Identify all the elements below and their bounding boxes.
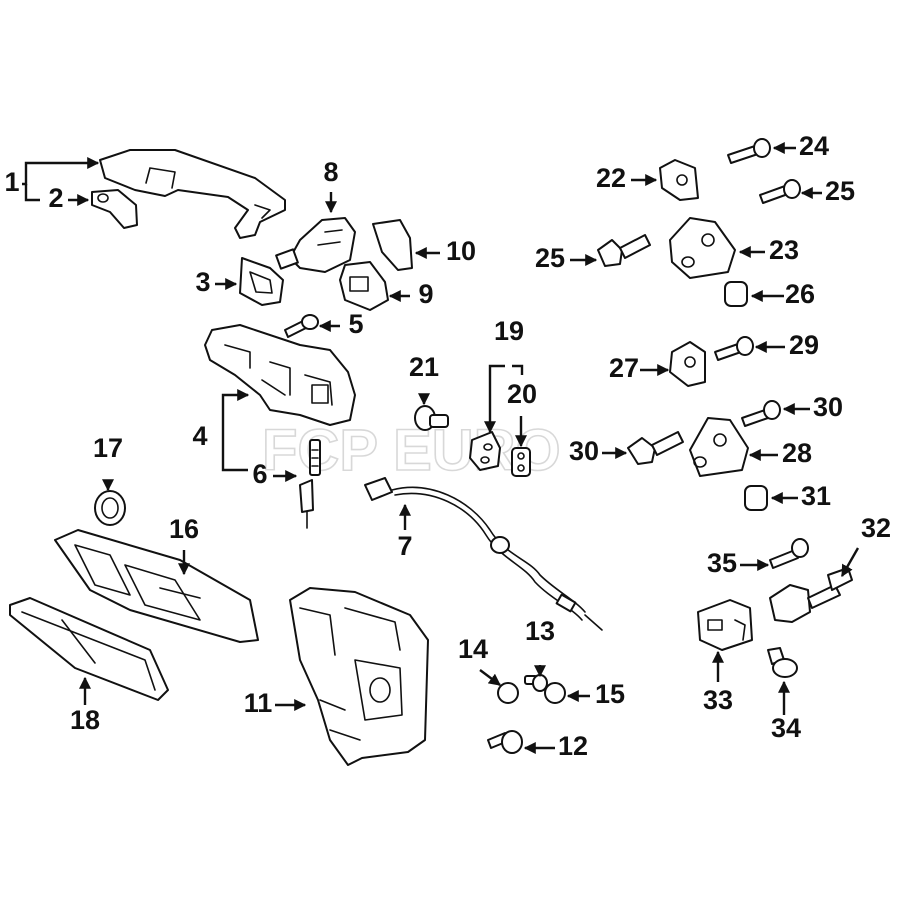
hinge-bracket-27[interactable] xyxy=(669,341,706,387)
callout-1: 1 xyxy=(4,167,19,197)
callout-23: 23 xyxy=(769,235,799,265)
callout-9: 9 xyxy=(418,279,433,309)
bushing-26[interactable] xyxy=(724,281,748,307)
outside-door-handle[interactable] xyxy=(99,149,286,239)
release-cable[interactable] xyxy=(364,477,603,631)
door-check-bracket[interactable] xyxy=(697,599,753,651)
hinge-23[interactable] xyxy=(669,217,736,279)
inside-handle-bezel[interactable] xyxy=(9,597,169,701)
callout-2: 2 xyxy=(48,183,63,213)
bolt-34[interactable] xyxy=(767,647,798,678)
bolt-29[interactable] xyxy=(714,336,754,361)
leader-lines xyxy=(22,142,860,754)
callout-12: 12 xyxy=(558,731,588,761)
cylinder-bezel[interactable] xyxy=(339,261,389,311)
callout-17: 17 xyxy=(93,433,123,463)
inside-door-handle[interactable] xyxy=(54,529,259,643)
grommet[interactable] xyxy=(94,490,126,526)
bolt-25-lower[interactable] xyxy=(597,234,651,267)
callout-14: 14 xyxy=(458,634,488,664)
callout-25-upper: 25 xyxy=(825,176,855,206)
striker-shim[interactable] xyxy=(511,447,531,477)
callout-16: 16 xyxy=(169,514,199,544)
callout-32: 32 xyxy=(861,513,891,543)
bolt-12[interactable] xyxy=(487,730,523,754)
callout-31: 31 xyxy=(801,481,831,511)
callout-21: 21 xyxy=(409,352,439,382)
cylinder-pad[interactable] xyxy=(239,257,284,306)
striker-pin[interactable] xyxy=(414,405,449,431)
callout-33: 33 xyxy=(703,685,733,715)
plug-14[interactable] xyxy=(497,682,519,704)
callout-20: 20 xyxy=(507,379,537,409)
callout-30-lower: 30 xyxy=(569,436,599,466)
callout-34: 34 xyxy=(771,713,801,743)
callout-5: 5 xyxy=(348,309,363,339)
handle-reinforcement-bracket[interactable] xyxy=(204,324,356,426)
bolt-30-upper[interactable] xyxy=(741,400,781,427)
bolt-24[interactable] xyxy=(727,138,771,164)
callout-29: 29 xyxy=(789,330,819,360)
bolt-25-upper[interactable] xyxy=(759,179,801,204)
bolt-35[interactable] xyxy=(769,538,809,569)
bushing-31[interactable] xyxy=(744,485,768,511)
cylinder-cap[interactable] xyxy=(372,219,413,271)
callout-28: 28 xyxy=(782,438,812,468)
callout-18: 18 xyxy=(70,705,100,735)
plug-15[interactable] xyxy=(544,682,566,704)
callout-13: 13 xyxy=(525,616,555,646)
callout-6: 6 xyxy=(252,459,267,489)
callout-35: 35 xyxy=(707,548,737,578)
callout-7: 7 xyxy=(397,531,412,561)
callout-3: 3 xyxy=(195,267,210,297)
callout-26: 26 xyxy=(785,279,815,309)
callout-27: 27 xyxy=(609,353,639,383)
callout-25-lower: 25 xyxy=(535,243,565,273)
door-lock-actuator[interactable] xyxy=(289,587,429,766)
callout-4: 4 xyxy=(192,421,207,451)
handle-gasket[interactable] xyxy=(91,189,138,229)
screw-13[interactable] xyxy=(524,674,548,692)
callout-15: 15 xyxy=(595,679,625,709)
lock-rod[interactable] xyxy=(299,439,321,529)
callout-19: 19 xyxy=(494,316,524,346)
callout-22: 22 xyxy=(596,163,626,193)
hinge-bracket-22[interactable] xyxy=(659,159,699,201)
hinge-28[interactable] xyxy=(689,417,749,477)
callout-10: 10 xyxy=(446,236,476,266)
bolt-30-lower[interactable] xyxy=(627,431,684,465)
lock-cylinder[interactable] xyxy=(275,217,356,273)
callout-11: 11 xyxy=(244,688,273,718)
bracket-screw[interactable] xyxy=(284,314,319,338)
door-check-arm[interactable] xyxy=(769,567,853,623)
callout-8: 8 xyxy=(323,157,338,187)
callout-30-upper: 30 xyxy=(813,392,843,422)
callout-24: 24 xyxy=(799,131,829,161)
